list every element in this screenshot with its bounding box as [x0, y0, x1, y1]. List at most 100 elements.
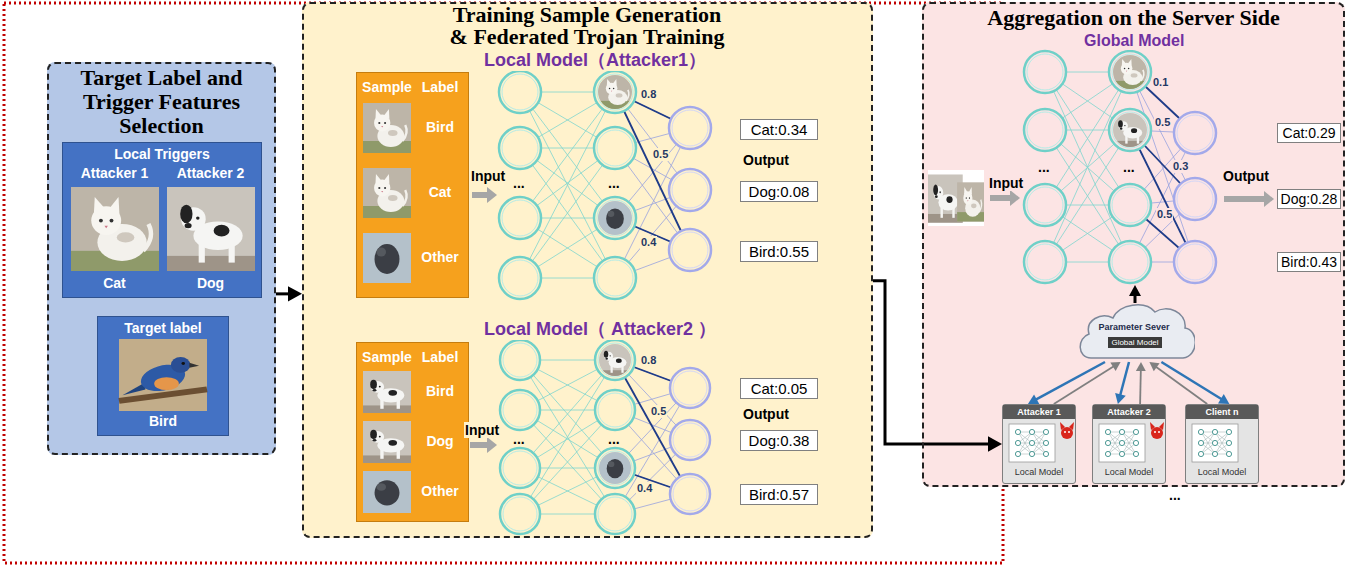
output-value: Bird:0.57	[749, 486, 809, 503]
drawing-part	[499, 257, 541, 299]
node-text: Sample	[359, 79, 415, 95]
drawing-part	[167, 256, 255, 271]
label: Input	[464, 422, 500, 438]
drawing-part	[598, 201, 632, 235]
drawing-part	[384, 122, 386, 124]
drawing-part	[1024, 241, 1066, 283]
weight-label: 0.8	[640, 88, 657, 101]
drawing-part	[621, 364, 623, 372]
drawing-part	[594, 257, 636, 299]
drawing-part	[967, 200, 968, 201]
drawing-part	[1061, 427, 1073, 439]
drawing-part	[1113, 141, 1147, 147]
picture	[599, 452, 631, 484]
drawing-part	[1137, 135, 1139, 144]
drawing-part	[143, 224, 151, 251]
drawing-part	[503, 451, 537, 485]
drawing-part	[957, 182, 984, 221]
drawing-part	[1177, 115, 1213, 151]
weight-label: 0.4	[640, 236, 657, 249]
drawing-part	[499, 71, 541, 113]
drawing-part	[1124, 125, 1125, 126]
ellipsis: ...	[512, 176, 526, 190]
label: Output	[1222, 168, 1270, 184]
drawing-part	[1226, 429, 1231, 434]
drawing-part	[376, 483, 386, 491]
trigger-box: Local TriggersAttacker 1Attacker 2CatDog	[62, 142, 262, 298]
drawing-part	[599, 370, 631, 376]
ellipsis: ...	[512, 432, 526, 446]
drawing-part	[520, 92, 615, 278]
drawing-part	[502, 74, 538, 110]
drawing-part	[1129, 285, 1141, 296]
drawing-part	[1151, 427, 1163, 439]
drawing-part	[99, 219, 103, 223]
picture	[598, 75, 632, 109]
drawing-part	[276, 292, 289, 295]
drawing-part	[595, 390, 635, 430]
drawing-part	[375, 480, 400, 505]
drawing-part	[1113, 113, 1147, 147]
drawing-part	[597, 200, 633, 236]
drawing-part	[988, 436, 1002, 451]
drawing-part	[1125, 135, 1127, 144]
panel-fill	[47, 62, 276, 455]
node-text: Client n	[1186, 405, 1258, 419]
drawing-part	[500, 494, 540, 534]
drawing-part	[971, 203, 976, 208]
drawing-part	[370, 430, 377, 439]
node-text: Bird	[414, 383, 466, 399]
label: Local Model（ Attacker2 ）	[483, 319, 717, 340]
drawing-part	[1029, 451, 1034, 456]
label: Output	[742, 406, 790, 422]
output-value: Bird:0.43	[1281, 254, 1337, 270]
drawing-part	[487, 437, 497, 453]
node-text: Training Sample Generation & Federated T…	[444, 4, 730, 48]
drawing-part	[616, 93, 623, 97]
drawing-part	[673, 477, 707, 511]
drawing-part	[1198, 440, 1203, 445]
drawing-part	[1174, 178, 1216, 220]
drawing-part	[229, 241, 235, 263]
drawing-part	[1113, 113, 1147, 147]
drawing-part	[1133, 451, 1138, 456]
drawing-part	[964, 187, 967, 195]
drawing-part	[598, 75, 632, 109]
picture	[363, 233, 411, 283]
drawing-part	[670, 474, 710, 514]
drawing-part	[597, 260, 633, 296]
drawing-part	[499, 197, 541, 239]
drawing-part	[181, 362, 185, 365]
drawing-part	[598, 343, 632, 377]
node-text: Local Model	[1186, 467, 1258, 477]
drawing-part	[520, 360, 615, 514]
node-text: Local Triggers	[63, 146, 261, 162]
drawing-part	[1218, 394, 1229, 404]
drawing-part	[1043, 429, 1048, 434]
drawing-part	[378, 187, 380, 189]
drawing-part	[1045, 72, 1130, 262]
drawing-part	[1027, 112, 1063, 148]
drawing-part	[1119, 451, 1124, 456]
drawing-part	[1134, 295, 1137, 303]
drawing-part	[1029, 440, 1034, 445]
weight-label: 0.4	[636, 482, 653, 495]
drawing-part	[1212, 440, 1217, 445]
arrow-connector	[1136, 362, 1146, 404]
drawing-part	[1099, 424, 1145, 462]
output-box: Dog:0.38	[740, 430, 818, 451]
drawing-part	[502, 200, 538, 236]
node-text: Bird	[414, 119, 466, 135]
drawing-part	[1198, 451, 1203, 456]
output-box: Cat:0.05	[740, 378, 818, 399]
ellipsis: ...	[1037, 160, 1051, 174]
panel-fill	[922, 2, 1345, 487]
picture	[363, 371, 411, 413]
drawing-part	[608, 211, 615, 217]
node-text: Sample	[359, 349, 415, 365]
weight-label: 0.1	[1152, 76, 1169, 89]
drawing-part	[363, 421, 411, 463]
drawing-part	[672, 232, 708, 268]
drawing-part	[104, 226, 108, 229]
label: Global Model	[1083, 32, 1185, 50]
